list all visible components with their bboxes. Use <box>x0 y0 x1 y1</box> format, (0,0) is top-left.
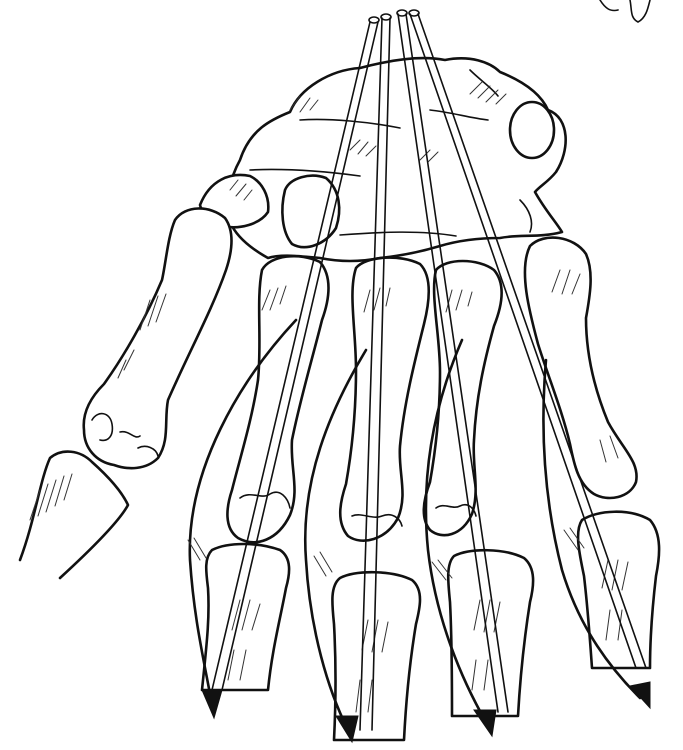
tendon-end-2 <box>381 14 391 20</box>
corner-fragment <box>600 0 650 22</box>
tendon-end-3 <box>397 10 407 16</box>
metacarpal-middle <box>340 258 429 541</box>
phalanx-index <box>202 544 289 690</box>
arrow-little-head <box>630 682 650 708</box>
arrow-index-head <box>202 690 222 718</box>
partial-bone-fragment <box>20 452 128 578</box>
phalanx-ring <box>448 550 533 716</box>
tendon-end-1 <box>369 17 379 23</box>
phalanx-middle <box>332 572 420 740</box>
tendon-end-4 <box>409 10 419 16</box>
carpal-bones <box>200 58 566 261</box>
thumb-metacarpal <box>84 208 232 468</box>
arrow-ring-head <box>474 710 496 736</box>
